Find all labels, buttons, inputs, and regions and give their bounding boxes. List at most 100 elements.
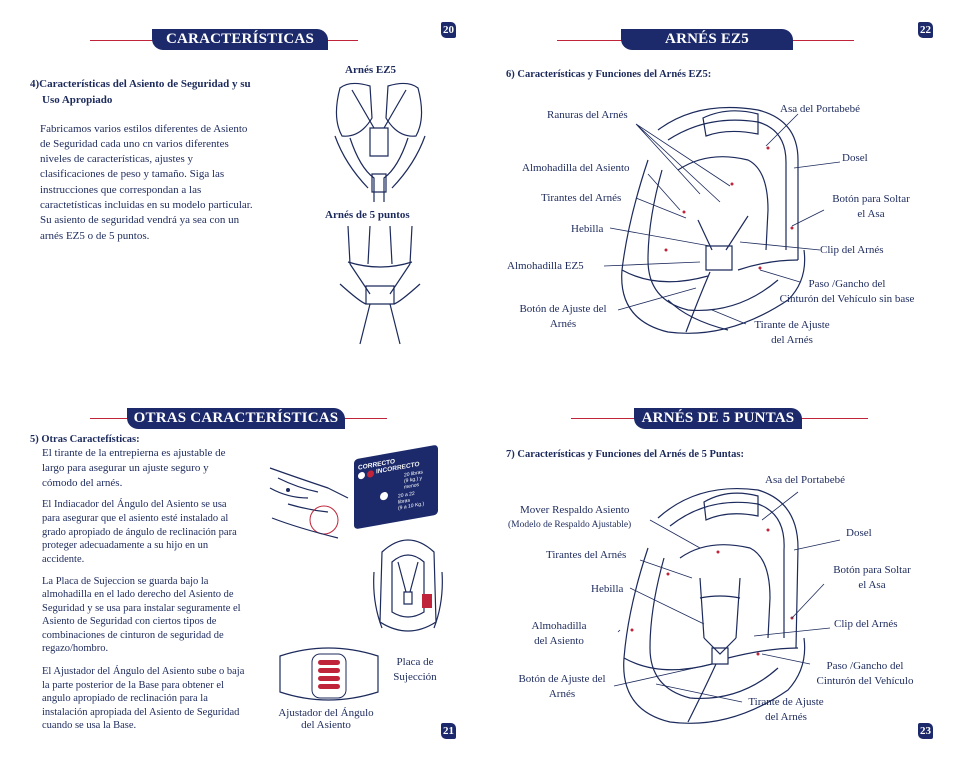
para-line: regazo/hombro. <box>42 643 109 654</box>
five-point-leader-lines <box>613 491 841 703</box>
label-asa-portabebe: Asa del Portabebé <box>765 474 846 486</box>
indicator-range-1: 20 libras (9 kg.) y menos <box>404 469 423 490</box>
section-title: 6) Características y Funciones del Arnés… <box>506 69 712 80</box>
page-number-23: 23 <box>918 723 933 739</box>
label-line: del Asiento <box>534 635 584 647</box>
label-mover-respaldo-sub: (Modelo de Respaldo Ajustable) <box>508 520 632 530</box>
para-line: grado apropiado de ángulo de reclinación… <box>42 527 237 538</box>
label-hebilla: Hebilla <box>591 583 624 595</box>
body-line: caractetísticas incluidas en su modelo p… <box>40 199 253 211</box>
label-line: Cinturón del Vehículo <box>816 675 914 687</box>
label-arnes-5-puntos: Arnés de 5 puntos <box>325 209 410 221</box>
label-line: Botón para Soltar <box>833 564 911 576</box>
para-line: cómodo del arnés. <box>42 477 123 489</box>
para-line: La Placa de Sujeccion se guarda bajo la <box>42 576 209 587</box>
label-clip-arnes: Clip del Arnés <box>834 618 898 630</box>
para-line: almohadilla en el lado derecho del Asien… <box>42 589 234 600</box>
body-line: arnés EZ5 o de 5 puntos. <box>40 230 150 242</box>
label-hebilla: Hebilla <box>571 223 604 235</box>
label-tirantes-arnes: Tirantes del Arnés <box>546 549 627 561</box>
label-boton-soltar-asa: Botón para Soltar el Asa <box>826 563 918 593</box>
seat-locking-plate-illustration <box>373 539 443 632</box>
angle-indicator-panel: CORRECTO INCORRECTO 20 libras (9 kg.) y … <box>354 444 438 530</box>
label-paso-gancho: Paso /Gancho del Cinturón del Vehículo <box>806 659 924 689</box>
section-title: 4)Características del Asiento de Segurid… <box>30 78 251 90</box>
body-line: de Seguridad cada uno cn varios diferent… <box>40 138 229 150</box>
label-placa-sujeccion: Placa de Sujección <box>388 655 442 685</box>
label-clip-arnes: Clip del Arnés <box>820 244 884 256</box>
ez5-harness-illustration <box>334 82 426 202</box>
label-line: Tirante de Ajuste <box>748 696 824 708</box>
para-line: Asiento de Seguridad con ciertos tipos d… <box>42 616 217 627</box>
section-title: 5) Otras Caractefísticas: <box>30 434 140 445</box>
label-boton-ajuste-arnes: Botón de Ajuste del Arnés <box>512 302 614 332</box>
label-line: Sujección <box>393 671 437 683</box>
label-line: Arnés <box>549 318 577 330</box>
para-line: proteger adecuadamente a su hijo en un <box>42 540 209 551</box>
label-line: Ajustador del Ángulo <box>278 707 374 719</box>
five-point-harness-illustration <box>339 225 421 345</box>
label-asa-portabebe: Asa del Portabebé <box>780 103 861 115</box>
section-title: 7) Características y Funciones del Arnés… <box>506 449 744 460</box>
para-line: Seguridad y se usa para instalar seguram… <box>42 603 241 614</box>
label-almohadilla-asiento: Almohadilla del Asiento <box>522 162 630 174</box>
label-ranuras-arnes: Ranuras del Arnés <box>547 109 628 121</box>
para-line: El Indiacador del Ángulo del Asiento se … <box>42 499 227 510</box>
body-line: Su asiento de seguridad vendrá ya sea co… <box>40 214 240 226</box>
five-point-car-seat-illustration <box>623 487 806 724</box>
label-line: el Asa <box>858 579 886 591</box>
page-header-otras-caracteristicas: OTRAS CARACTERÍSTICAS <box>127 408 345 429</box>
body-line: instrucciones que correspondan a las <box>40 184 202 196</box>
label-tirantes-arnes: Tirantes del Arnés <box>541 192 622 204</box>
body-line: clasificaciones de peso y tamaño. Siga l… <box>40 168 225 180</box>
para-line: combinaciones de cinturon de seguridad d… <box>42 630 224 641</box>
body-line: Fabricamos varios estilos diferentes de … <box>40 123 248 135</box>
page-header-arnes-5-puntas: ARNÉS DE 5 PUNTAS <box>634 408 802 429</box>
label-line: Tirante de Ajuste <box>754 319 830 331</box>
label-dosel: Dosel <box>846 527 872 539</box>
label-line: del Arnés <box>765 711 807 723</box>
label-paso-gancho: Paso /Gancho del Cinturón del Vehículo s… <box>768 277 926 307</box>
indicator-range-2: 20 a 22 libras (9 a 10 Kg.) <box>398 489 424 512</box>
para-line: angulo apropiado de reclinación para la <box>42 693 208 704</box>
label-almohadilla-asiento: Almohadilla del Asiento <box>526 619 592 649</box>
label-line: Almohadilla <box>531 620 587 632</box>
label-line: Arnés <box>548 688 576 700</box>
body-line: niveles de características, ajustes y <box>40 153 194 165</box>
indicator-dot <box>358 471 365 480</box>
para-line: El Ajustador del Ángulo del Asiento sube… <box>42 666 245 677</box>
indicator-dot <box>380 491 388 501</box>
section-title-cont: Uso Apropiado <box>42 94 113 106</box>
page-header-arnes-ez5: ARNÉS EZ5 <box>621 29 793 50</box>
label-line: el Asa <box>857 208 885 220</box>
label-boton-soltar-asa: Botón para Soltar el Asa <box>826 192 916 222</box>
label-boton-ajuste-arnes: Botón de Ajuste del Arnés <box>510 672 614 702</box>
label-line: Paso /Gancho del <box>808 278 886 290</box>
page-number-22: 22 <box>918 22 933 38</box>
para-line: cuando se usa la Base. <box>42 720 137 731</box>
page-number-21: 21 <box>441 723 456 739</box>
label-line: Cinturón del Vehículo sin base <box>779 293 915 305</box>
label-tirante-ajuste: Tirante de Ajuste del Arnés <box>747 318 837 348</box>
label-arnes-ez5: Arnés EZ5 <box>345 64 397 76</box>
ez5-car-seat-illustration <box>621 106 806 334</box>
label-line: Paso /Gancho del <box>826 660 904 672</box>
label-line: Botón de Ajuste del <box>519 303 607 315</box>
para-line: accidente. <box>42 554 85 565</box>
label-almohadilla-ez5: Almohadilla EZ5 <box>507 260 584 272</box>
label-line: Botón de Ajuste del <box>518 673 606 685</box>
angle-adjuster-illustration <box>279 647 379 701</box>
label-line: Placa de <box>396 656 434 668</box>
para-line: instalación apropiada del Asiento de Seg… <box>42 707 240 718</box>
para-line: largo para asegurar un ajuste seguro y <box>42 462 209 474</box>
ez5-leader-lines <box>603 113 841 325</box>
label-line: Botón para Soltar <box>832 193 910 205</box>
label-tirante-ajuste: Tirante de Ajuste del Arnés <box>740 695 832 725</box>
label-line: del Arnés <box>771 334 813 346</box>
label-line: del Asiento <box>301 719 351 731</box>
label-dosel: Dosel <box>842 152 868 164</box>
page-number-20: 20 <box>441 22 456 38</box>
indicator-dot <box>367 469 374 479</box>
label-mover-respaldo: Mover Respaldo Asiento <box>520 504 630 516</box>
para-line: para asegurar que el asiento esté instal… <box>42 513 229 524</box>
